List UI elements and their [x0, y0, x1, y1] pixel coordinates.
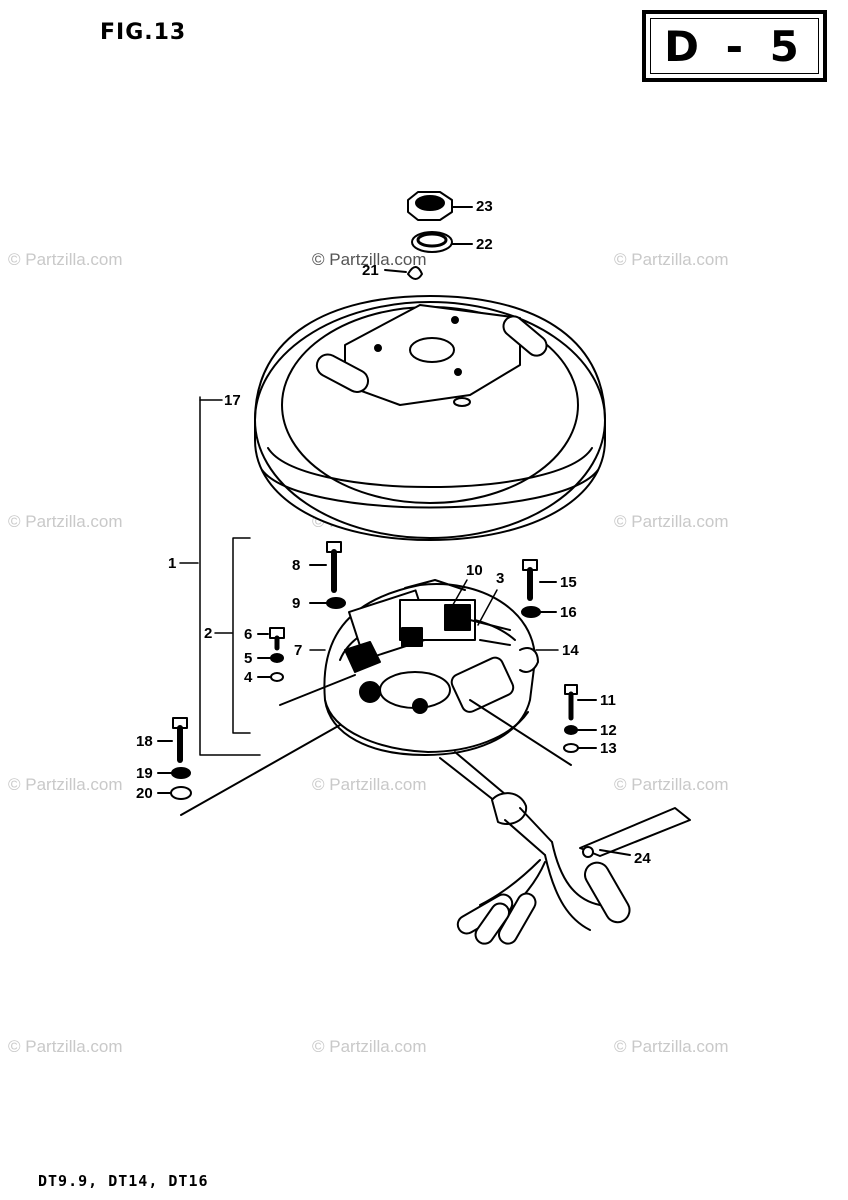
callout-13: 13 — [600, 740, 617, 757]
leader-lines — [179, 396, 559, 756]
callout-9: 9 — [292, 595, 301, 612]
callout-4: 4 — [244, 669, 253, 686]
callout-15: 15 — [560, 574, 577, 591]
washer-22 — [411, 231, 473, 253]
callout-14: 14 — [562, 642, 579, 659]
watermark: © Partzilla.com — [8, 512, 123, 531]
page-code-box: D - 5 — [642, 10, 827, 82]
callout-22: 22 — [476, 236, 493, 253]
screw-6 — [257, 627, 285, 651]
callout-24: 24 — [634, 850, 651, 867]
ground-lead-24 — [579, 807, 691, 858]
stator-base-plate — [323, 579, 539, 756]
lead-wire-harness — [439, 751, 631, 945]
screw-11 — [564, 684, 597, 721]
screw-18 — [157, 717, 188, 763]
callout-8: 8 — [292, 557, 301, 574]
washer-16 — [521, 606, 557, 618]
callout-11: 11 — [600, 692, 616, 709]
callout-2: 2 — [204, 625, 213, 642]
watermark: © Partzilla.com — [8, 250, 123, 269]
callout-23: 23 — [476, 198, 493, 215]
callout-21: 21 — [362, 262, 379, 279]
callout-17: 17 — [224, 392, 241, 409]
callout-18: 18 — [136, 733, 153, 750]
washer-19 — [157, 767, 191, 779]
watermark: © Partzilla.com — [614, 775, 729, 794]
watermark: © Partzilla.com — [8, 775, 123, 794]
callout-7: 7 — [294, 642, 303, 659]
watermark: © Partzilla.com — [8, 1037, 123, 1056]
callout-12: 12 — [600, 722, 617, 739]
key-21 — [384, 266, 423, 280]
washer-4 — [257, 672, 356, 706]
callout-5: 5 — [244, 650, 253, 667]
screw-15 — [522, 559, 557, 601]
watermark: © Partzilla.com — [312, 775, 427, 794]
watermark: © Partzilla.com — [614, 1037, 729, 1056]
washer-12 — [564, 725, 597, 735]
callout-6: 6 — [244, 626, 253, 643]
callout-16: 16 — [560, 604, 577, 621]
washer-9 — [309, 597, 346, 609]
flywheel-17 — [254, 295, 606, 541]
nut-23 — [407, 191, 473, 221]
callout-3: 3 — [496, 570, 505, 587]
watermark-center: © Partzilla.com — [312, 250, 427, 269]
washer-13 — [469, 699, 597, 766]
callout-1: 1 — [168, 555, 177, 572]
callout-10: 10 — [466, 562, 483, 579]
washer-20 — [157, 724, 341, 816]
watermark: © Partzilla.com — [614, 250, 729, 269]
figure-title: FIG.13 — [100, 20, 187, 45]
watermark: © Partzilla.com — [614, 512, 729, 531]
watermark: © Partzilla.com — [312, 1037, 427, 1056]
callout-19: 19 — [136, 765, 153, 782]
washer-5 — [257, 653, 284, 663]
screw-8 — [309, 541, 342, 593]
model-list: DT9.9, DT14, DT16 — [38, 1172, 209, 1190]
callout-20: 20 — [136, 785, 153, 802]
